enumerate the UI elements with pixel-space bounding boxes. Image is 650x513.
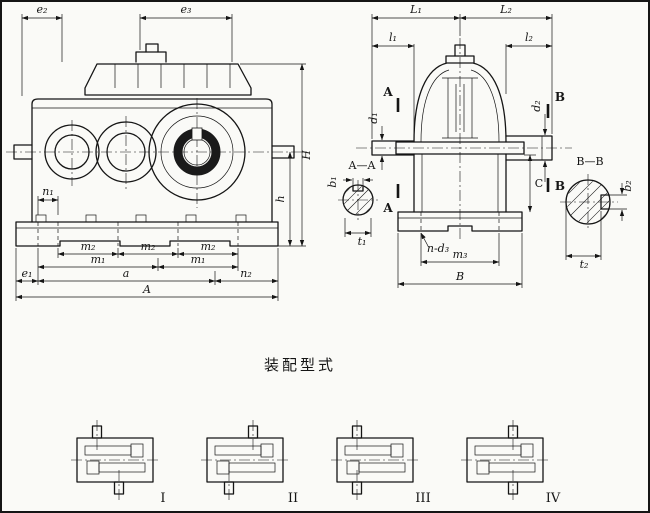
front-base-bosses [35, 214, 247, 223]
variant-3-bottom-shaft [351, 481, 363, 495]
bore-small-inner [54, 134, 90, 170]
assembly-variant-3: III [331, 420, 431, 506]
variant-2-label: II [288, 491, 298, 506]
dim-label-b1: b₁ [326, 176, 339, 187]
variant-2-top-shaft [247, 425, 259, 439]
section-AA-hatch [343, 185, 373, 215]
variant-4-body [466, 437, 544, 483]
front-dimensions: e₂ e₃ H h n₁ m₂ m₂ m₂ m₁ m₁ [15, 3, 313, 301]
dim-label-l2: l₂ [525, 31, 533, 44]
dim-label-m2-2: m₂ [141, 240, 156, 253]
front-top-cap [135, 51, 167, 63]
variant-2-bottom-shaft [223, 481, 235, 495]
assembly-section: 装配型式 I II [71, 356, 561, 506]
variant-1-bottom-shaft [113, 481, 125, 495]
side-dome [413, 62, 507, 143]
dim-label-H: H [300, 150, 313, 161]
front-body [31, 98, 273, 223]
dim-label-m3: m₃ [453, 248, 468, 261]
side-housing [371, 44, 553, 232]
dim-label-d1: d₁ [367, 112, 380, 123]
bore-small-outer [44, 124, 100, 180]
side-top-bolt [454, 44, 466, 57]
section-AA-keyway [352, 185, 364, 192]
dim-label-e1: e₁ [22, 267, 33, 280]
dim-label-nd3: n-d₃ [427, 242, 449, 255]
variant-3-label: III [415, 491, 430, 506]
dim-label-L1: L₁ [409, 3, 422, 16]
bore-large-mid [160, 115, 234, 189]
dim-label-t2: t₂ [580, 258, 589, 271]
section-marker-B-top: B [555, 90, 565, 104]
section-marker-A-bottom: A [382, 201, 393, 215]
front-left-shaft-stub [13, 144, 33, 160]
dim-label-d2: d₂ [530, 100, 543, 111]
side-dimensions: L₁ L₂ l₁ l₂ d₁ d₂ C n-d₃ m₃ B [367, 3, 553, 288]
front-view: e₂ e₃ H h n₁ m₂ m₂ m₂ m₁ m₁ [6, 3, 313, 301]
section-marker-A-top: A [382, 85, 393, 99]
variant-4-label: IV [546, 491, 561, 506]
dim-label-n2: n₂ [240, 267, 252, 280]
dim-label-n1: n₁ [42, 185, 54, 198]
section-AA-circle [342, 184, 374, 216]
bore-large-keyway [191, 127, 203, 141]
variant-1-label: I [160, 491, 165, 506]
assembly-variant-4: IV [461, 420, 561, 506]
assembly-variant-1: I [71, 420, 166, 506]
dim-label-A: A [142, 283, 151, 296]
dim-label-m2-1: m₂ [81, 240, 96, 253]
bore-middle-inner [106, 132, 146, 172]
section-BB-hatch [566, 180, 610, 224]
section-BB-circle [565, 179, 611, 225]
dim-label-m1-1: m₁ [91, 253, 106, 266]
front-lid [84, 63, 252, 96]
section-AA-title: A—A [348, 159, 377, 172]
assembly-title: 装配型式 [264, 356, 336, 374]
side-walls [413, 153, 507, 213]
dim-label-l1: l₁ [389, 31, 397, 44]
dim-label-t1: t₁ [358, 235, 367, 248]
section-marker-B-bottom: B [555, 179, 565, 193]
side-input-shaft [371, 140, 415, 156]
dim-label-h: h [274, 195, 287, 202]
front-right-shaft-stub [271, 145, 295, 159]
variant-3-body [336, 437, 414, 483]
dim-label-a: a [123, 267, 130, 280]
section-view-AA: A—A b₁ t₁ [326, 159, 378, 248]
section-BB-title: B—B [576, 155, 603, 168]
front-bores [44, 103, 246, 201]
variant-1-top-shaft [91, 425, 103, 439]
side-view: L₁ L₂ l₁ l₂ d₁ d₂ C n-d₃ m₃ B A [326, 3, 634, 288]
variant-2-body [206, 437, 284, 483]
variant-4-top-shaft [507, 425, 519, 439]
variant-4-bottom-shaft [507, 481, 519, 495]
dim-label-L2: L₂ [499, 3, 512, 16]
side-centerlines [356, 38, 572, 240]
dim-label-C: C [535, 177, 543, 190]
assembly-variant-2: II [201, 420, 298, 506]
dim-label-m2-3: m₂ [201, 240, 216, 253]
bore-middle-outer [95, 121, 157, 183]
dim-label-e3: e₃ [181, 3, 192, 16]
side-flange [395, 141, 525, 155]
dim-label-m1-2: m₁ [191, 253, 206, 266]
front-centerlines [6, 98, 310, 208]
section-view-BB: B—B b₂ t₂ [560, 155, 634, 271]
dim-label-b2: b₂ [621, 180, 634, 191]
side-inner-column [442, 77, 478, 139]
side-top-cap [445, 55, 475, 64]
dim-label-e2: e₂ [37, 3, 48, 16]
variant-3-top-shaft [351, 425, 363, 439]
dim-label-B: B [455, 270, 464, 283]
bore-large-outer [148, 103, 246, 201]
front-top-bolt [145, 43, 159, 53]
side-base-bolt-holes [420, 212, 500, 231]
section-cut-markers: A A B B [382, 85, 565, 215]
